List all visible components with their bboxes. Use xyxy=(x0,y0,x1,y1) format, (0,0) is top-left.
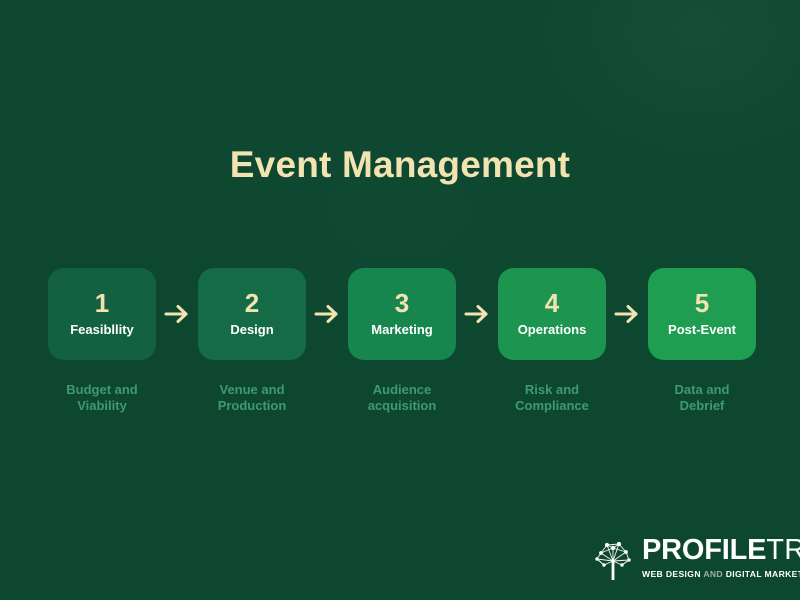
step-caption-4-line1: Risk and xyxy=(524,382,580,397)
step-label-4: Operations xyxy=(517,322,587,337)
step-caption-2-line1: Venue and xyxy=(219,382,285,397)
step-number-5: 5 xyxy=(694,288,710,318)
process-flow: 1 Feasibllity Budget and Viability 2 Des… xyxy=(48,268,756,415)
logo-tagline-part2: DIGITAL MARKETING xyxy=(725,568,800,579)
step-number-2: 2 xyxy=(244,288,260,318)
logo-tagline-conjunction: AND xyxy=(703,568,723,579)
step-card-5[interactable]: 5 Post-Event xyxy=(648,268,756,360)
step-caption-1-line1: Budget and xyxy=(66,382,138,397)
step-caption-3-line1: Audience xyxy=(372,382,432,397)
step-caption-4-line2: Compliance xyxy=(515,398,589,414)
step-label-1: Feasibllity xyxy=(70,322,134,337)
step-caption-1: Budget and Viability xyxy=(48,382,156,415)
logo-name-light: TREE xyxy=(766,533,800,566)
step-caption-1-line2: Viability xyxy=(77,398,127,414)
flow-step-2: 2 Design Venue and Production xyxy=(198,268,306,415)
step-number-3: 3 xyxy=(394,288,410,318)
step-label-2: Design xyxy=(230,322,274,337)
step-card-1[interactable]: 1 Feasibllity xyxy=(48,268,156,360)
profiletree-wordmark: PROFILETREE WEB DESIGN AND DIGITAL MARKE… xyxy=(642,534,800,579)
step-card-3[interactable]: 3 Marketing xyxy=(348,268,456,360)
step-card-4[interactable]: 4 Operations xyxy=(498,268,606,360)
page-title: Event Management xyxy=(229,144,571,185)
flow-step-1: 1 Feasibllity Budget and Viability xyxy=(48,268,156,415)
logo-tagline: WEB DESIGN AND DIGITAL MARKETING xyxy=(642,569,800,579)
flow-step-3: 3 Marketing Audience acquisition xyxy=(348,268,456,415)
step-caption-3-line2: acquisition xyxy=(367,398,437,414)
logo-tagline-part1: WEB DESIGN xyxy=(642,568,701,579)
step-label-5: Post-Event xyxy=(668,322,736,337)
logo-name-bold: PROFILE xyxy=(642,533,767,566)
logo-name: PROFILETREE xyxy=(642,533,800,566)
step-number-4: 4 xyxy=(544,288,560,318)
step-caption-5-line2: Debrief xyxy=(679,398,725,414)
step-number-1: 1 xyxy=(94,288,110,318)
step-caption-3: Audience acquisition xyxy=(348,382,456,415)
step-caption-2-line2: Production xyxy=(217,398,287,414)
flow-step-4: 4 Operations Risk and Compliance xyxy=(498,268,606,415)
step-caption-5-line1: Data and xyxy=(674,382,730,397)
arrow-right-icon-3 xyxy=(456,268,498,360)
arrow-right-icon-4 xyxy=(606,268,648,360)
step-label-3: Marketing xyxy=(371,322,433,337)
step-caption-5: Data and Debrief xyxy=(648,382,756,415)
arrow-right-icon-1 xyxy=(156,268,198,360)
step-caption-4: Risk and Compliance xyxy=(498,382,606,415)
profiletree-logo: PROFILETREE WEB DESIGN AND DIGITAL MARKE… xyxy=(589,528,800,584)
profiletree-network-tree-icon xyxy=(589,531,637,581)
step-card-2[interactable]: 2 Design xyxy=(198,268,306,360)
step-caption-2: Venue and Production xyxy=(198,382,306,415)
flow-step-5: 5 Post-Event Data and Debrief xyxy=(648,268,756,415)
arrow-right-icon-2 xyxy=(306,268,348,360)
